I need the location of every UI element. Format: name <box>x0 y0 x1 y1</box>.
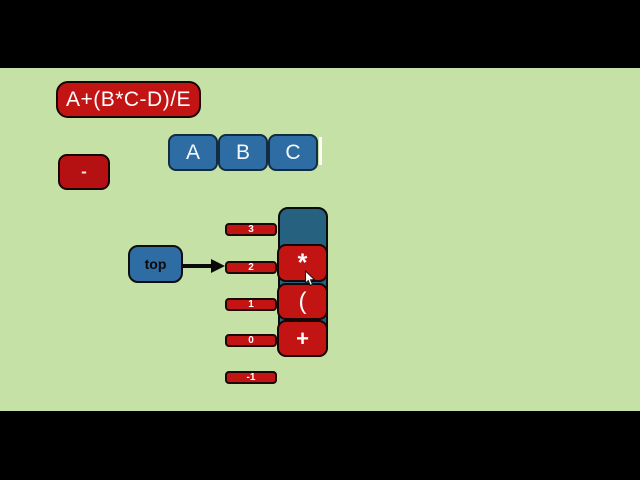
mouse-cursor-icon <box>304 270 316 287</box>
output-token-b-label: B <box>235 140 250 164</box>
stack-cell-index0-label: + <box>296 325 309 351</box>
stack-cell-index2-label: * <box>297 248 308 277</box>
top-pointer-label: top <box>144 256 167 272</box>
top-pointer-box: top <box>128 245 183 283</box>
output-token-a-label: A <box>185 140 200 164</box>
top-pointer-arrow-icon <box>183 259 225 273</box>
infix-expression-text: A+(B*C-D)/E <box>65 87 192 111</box>
current-token-box: - <box>58 154 110 190</box>
stack-index-1: 1 <box>225 298 277 311</box>
current-token-text: - <box>81 162 87 181</box>
stack-index-3: 3 <box>225 223 277 236</box>
stack-index-3-label: 3 <box>248 223 254 235</box>
output-token-a: A <box>168 134 218 171</box>
output-token-c-label: C <box>285 140 301 164</box>
infix-expression-box: A+(B*C-D)/E <box>56 81 201 118</box>
stack-cell-index2: * <box>277 244 328 282</box>
output-token-b: B <box>218 134 268 171</box>
stack-index-1-label: 1 <box>248 298 254 310</box>
animation-canvas: A+(B*C-D)/E - A B C 3 2 1 0 -1 <box>0 68 640 411</box>
stack-index-2: 2 <box>225 261 277 274</box>
letterbox-top <box>0 0 640 68</box>
stack-index-neg1: -1 <box>225 371 277 384</box>
white-edge-artifact <box>319 137 322 165</box>
stack-cell-index1: ( <box>277 283 328 320</box>
stack-cell-index1-label: ( <box>298 287 307 315</box>
stack-index-neg1-label: -1 <box>246 371 256 383</box>
stack-cell-index0: + <box>277 320 328 357</box>
stack-index-0-label: 0 <box>248 334 254 346</box>
stack-index-0: 0 <box>225 334 277 347</box>
letterbox-bottom <box>0 411 640 480</box>
output-token-c: C <box>268 134 318 171</box>
stack-index-2-label: 2 <box>248 261 254 273</box>
